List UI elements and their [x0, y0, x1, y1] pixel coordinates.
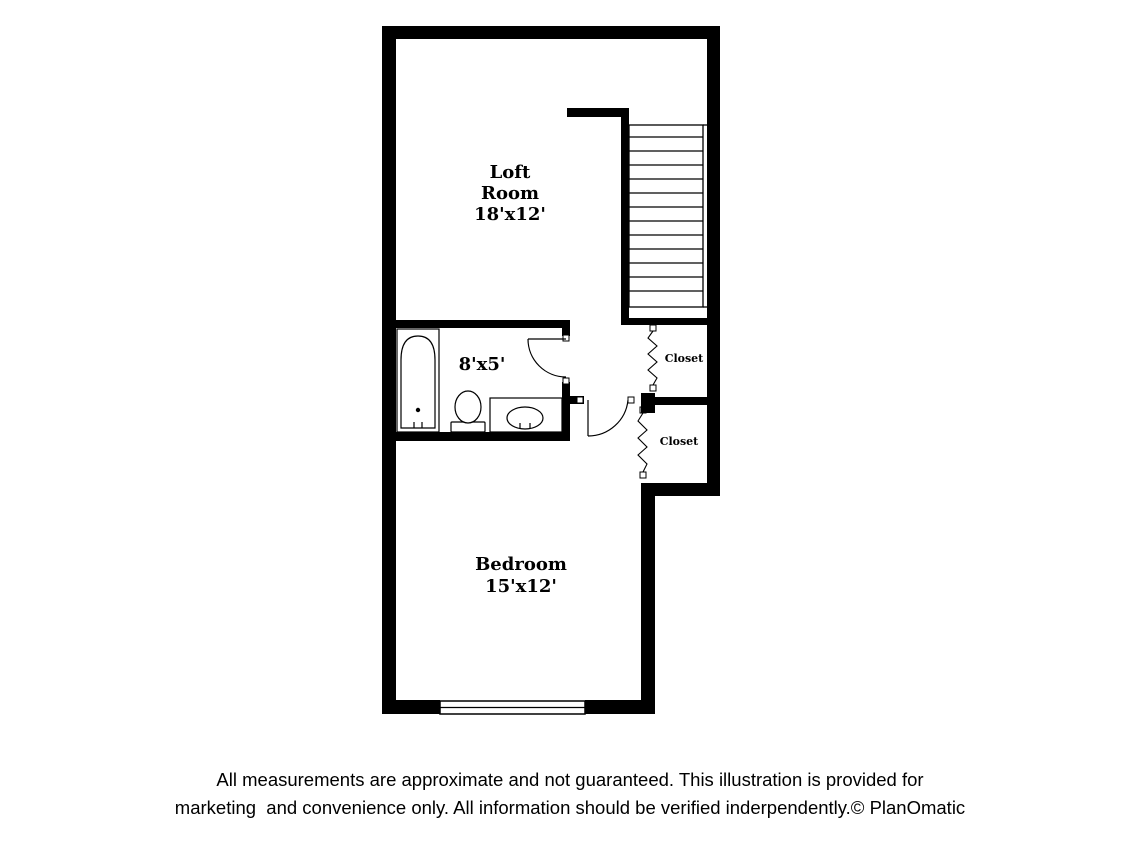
loft-dimensions: 18'x12': [474, 204, 546, 225]
exterior-walls: [382, 26, 720, 714]
stair-wall: [567, 108, 709, 325]
disclaimer-line1: All measurements are approximate and not…: [216, 769, 924, 790]
disclaimer-line2: marketing and convenience only. All info…: [174, 797, 966, 818]
sink-vanity: [489, 397, 563, 433]
closet-walls: [641, 393, 720, 413]
bedroom-door: [587, 399, 629, 437]
staircase: [628, 124, 707, 308]
loft-label-line1: Loft: [490, 162, 531, 183]
toilet: [450, 390, 486, 433]
bath-dimensions: 8'x5': [459, 354, 506, 375]
bathtub: [396, 328, 440, 433]
closet-upper-bifold: [647, 330, 658, 386]
closet-lower-label: Closet: [660, 435, 699, 448]
closet-upper-label: Closet: [665, 352, 704, 365]
bedroom-dimensions: 15'x12': [485, 576, 557, 597]
window: [439, 700, 586, 715]
bathroom-walls: [382, 320, 584, 441]
disclaimer: All measurements are approximate and not…: [0, 766, 1140, 822]
bathroom-door: [527, 338, 567, 378]
loft-label-line2: Room: [481, 183, 539, 204]
room-labels: Loft Room 18'x12' 8'x5' Closet Closet Be…: [459, 162, 705, 597]
bedroom-label: Bedroom: [475, 554, 567, 575]
closet-lower-bifold: [637, 412, 648, 473]
